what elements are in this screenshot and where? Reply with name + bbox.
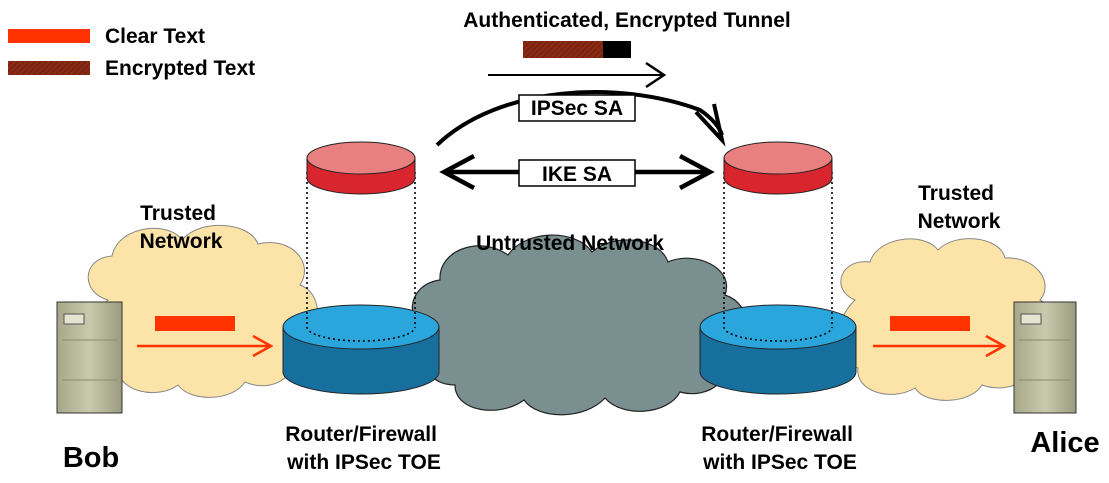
ipsec-sa-label-box: IPSec SA (518, 94, 636, 122)
legend-clear-text-label: Clear Text (105, 25, 205, 48)
ike-sa-label-box: IKE SA (518, 159, 636, 187)
left-router-device (282, 304, 440, 395)
ipsec-sa-label: IPSec SA (531, 97, 623, 120)
right-trusted-line-2: Network (918, 210, 1001, 233)
left-router-line-2: with IPSec TOE (286, 451, 441, 474)
left-trusted-network-label: Trusted Network (140, 202, 223, 253)
encrypted-text-swatch (8, 61, 90, 75)
right-router-label: Router/Firewall with IPSec TOE (701, 423, 859, 474)
legend: Clear Text Encrypted Text (8, 25, 255, 80)
right-trusted-network-label: Trusted Network (918, 182, 1001, 233)
left-sa-guide-lines (306, 172, 416, 342)
left-sa-database (306, 141, 416, 195)
tunnel-direction-arrow (488, 61, 667, 89)
right-router-line-1: Router/Firewall (701, 423, 853, 446)
right-router-line-2: with IPSec TOE (702, 451, 857, 474)
ipsec-sa-arrow (435, 90, 726, 147)
encrypted-packet (523, 41, 631, 58)
left-router-line-1: Router/Firewall (285, 423, 437, 446)
alice-label: Alice (1030, 427, 1099, 459)
ike-sa-label: IKE SA (542, 163, 612, 186)
left-clear-text-packet (155, 316, 235, 331)
right-sa-guide-lines (723, 172, 833, 342)
right-clear-text-packet (890, 316, 970, 331)
tunnel-title: Authenticated, Encrypted Tunnel (463, 9, 790, 32)
right-router-device (699, 304, 857, 395)
left-router-label: Router/Firewall with IPSec TOE (285, 423, 443, 474)
untrusted-network-label: Untrusted Network (476, 232, 664, 255)
left-clear-text-arrow (137, 334, 274, 358)
left-trusted-line-2: Network (140, 230, 223, 253)
bob-label: Bob (63, 442, 119, 474)
untrusted-network-cloud (411, 234, 747, 416)
right-sa-database (723, 141, 833, 195)
alice-server (1013, 301, 1077, 414)
left-trusted-line-1: Trusted (140, 202, 216, 225)
bob-server (56, 301, 123, 414)
right-clear-text-arrow (873, 334, 1007, 358)
right-trusted-line-1: Trusted (918, 182, 994, 205)
legend-encrypted-text-label: Encrypted Text (105, 57, 255, 80)
clear-text-swatch (8, 29, 90, 43)
